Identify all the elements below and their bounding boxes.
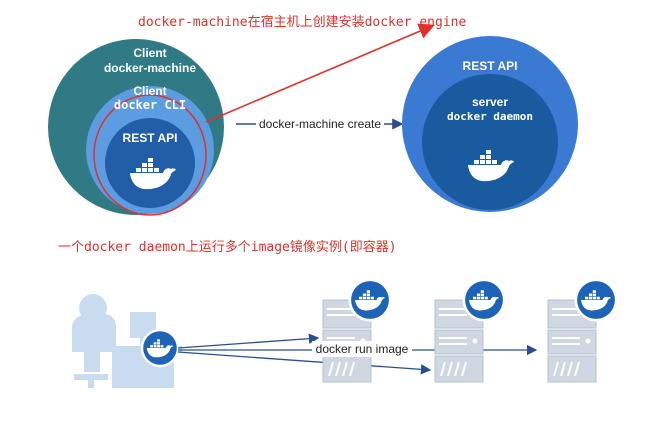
docker-badge-icon bbox=[574, 278, 617, 321]
server-group: REST API server docker daemon bbox=[402, 36, 578, 212]
server-api-label: REST API bbox=[463, 59, 518, 73]
client-outer-subtitle: docker-machine bbox=[104, 61, 196, 75]
server-title: server bbox=[472, 95, 508, 109]
docker-badge-icon bbox=[141, 329, 179, 367]
docker-badge-icon bbox=[462, 278, 505, 321]
run-arrow-label: docker run image bbox=[316, 342, 409, 356]
highlight-ellipse bbox=[93, 94, 207, 216]
run-arrow-3 bbox=[177, 351, 432, 375]
client-inner-subtitle: docker CLI bbox=[114, 98, 186, 112]
docker-badge-icon bbox=[348, 278, 391, 321]
run-arrow-1 bbox=[177, 333, 320, 349]
client-outer-title: Client bbox=[133, 46, 166, 60]
server-inner-circle bbox=[422, 74, 558, 210]
client-inner-title: Client bbox=[133, 84, 166, 98]
run-label-bg bbox=[312, 341, 412, 357]
top-annotation: docker-machine在宿主机上创建安装docker engine bbox=[138, 14, 466, 30]
client-api-label: REST API bbox=[123, 131, 178, 145]
create-arrow-label: docker-machine create bbox=[259, 117, 381, 131]
server-subtitle: docker daemon bbox=[447, 110, 533, 123]
create-label-bg bbox=[256, 115, 384, 132]
middle-annotation: 一个docker daemon上运行多个image镜像实例(即容器) bbox=[58, 239, 397, 255]
red-arrow bbox=[205, 23, 435, 123]
client-group: Client docker-machine Client docker CLI … bbox=[48, 39, 224, 216]
